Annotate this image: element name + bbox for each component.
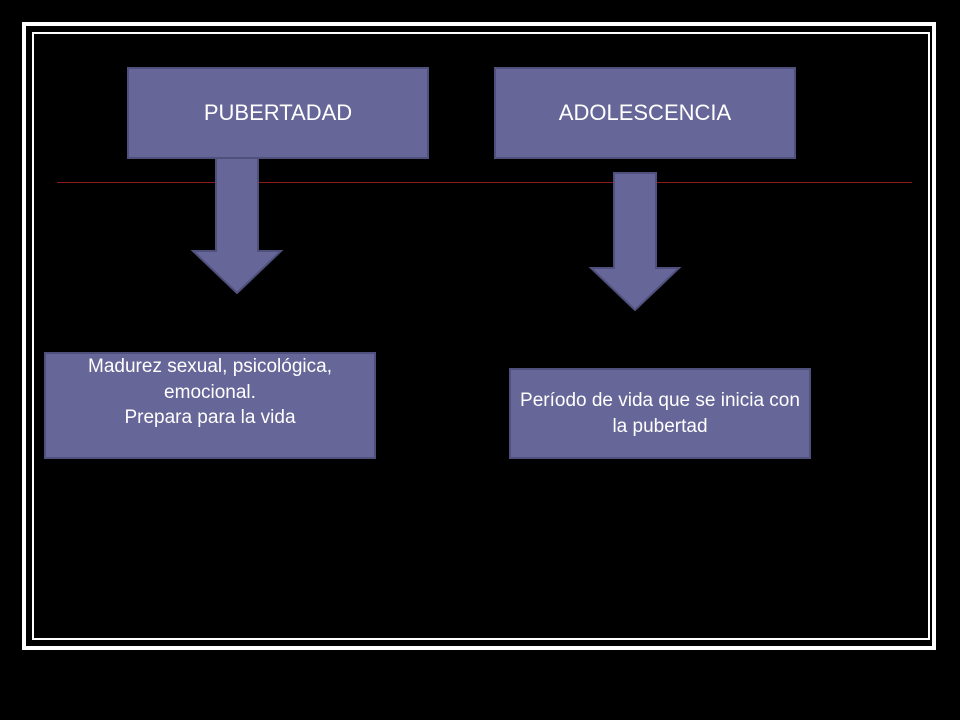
- slide-frame-inner: [32, 32, 930, 640]
- adolescencia-down-arrow: [588, 172, 682, 312]
- adolescencia-title-box: ADOLESCENCIA: [494, 67, 796, 159]
- slide-frame-outer: [22, 22, 936, 650]
- adolescencia-description: Período de vida que se inicia con la pub…: [520, 389, 800, 437]
- pubertad-title: PUBERTADAD: [203, 100, 353, 125]
- divider-line: [57, 182, 912, 183]
- pubertad-description-box: Madurez sexual, psicológica, emocional. …: [44, 352, 376, 459]
- adolescencia-title: ADOLESCENCIA: [558, 100, 732, 125]
- pubertad-title-box: PUBERTADAD: [127, 67, 429, 159]
- pubertad-description: Madurez sexual, psicológica, emocional. …: [88, 356, 332, 429]
- pubertad-down-arrow: [190, 157, 284, 295]
- adolescencia-description-box: Período de vida que se inicia con la pub…: [509, 368, 811, 459]
